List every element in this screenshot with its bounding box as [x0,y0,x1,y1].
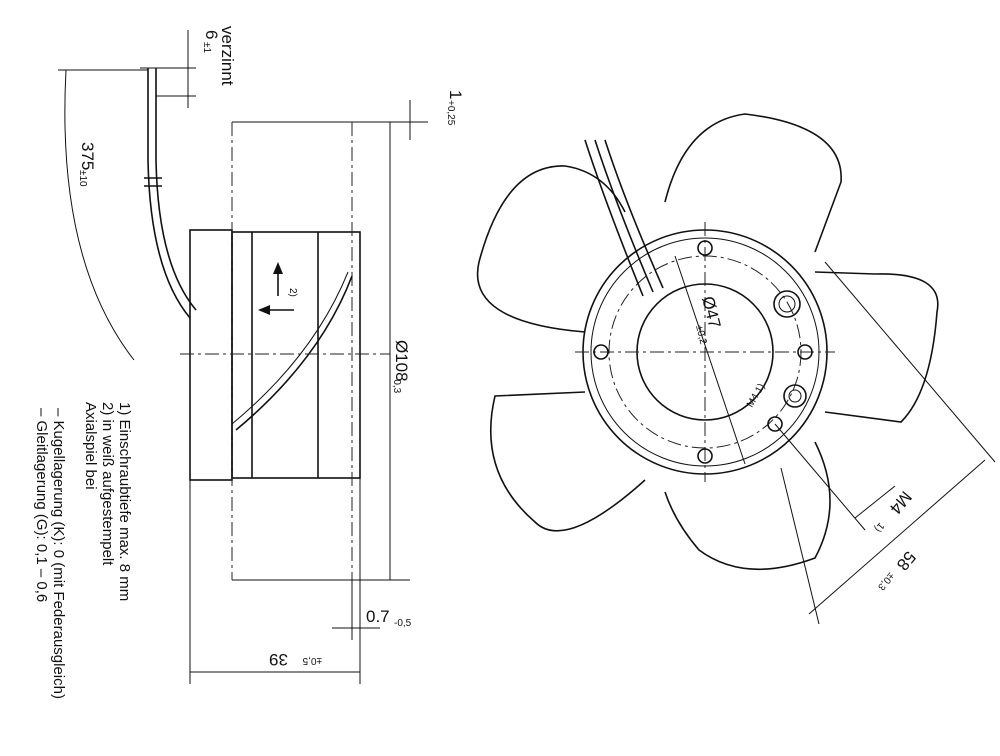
marker-2: 2) [287,288,298,297]
note-2: 2) in weiß aufgestempelt [99,402,116,566]
front-view [476,113,996,625]
wire-2 [155,68,197,311]
wire-1 [147,68,191,319]
front-wire-3 [604,139,664,289]
bolt-holes [593,240,813,464]
blade-bottom [664,441,831,571]
wire-tol-sub: ±1 [201,42,212,53]
front-wire-1 [584,139,644,297]
bolt-hole-left [593,344,609,360]
blade-edge [235,275,353,431]
spacing-main: 58 [893,547,920,574]
ground-screw-top [773,290,801,318]
width-sub: ±0,5 [302,655,322,666]
width-main: 39 [269,650,288,669]
bolt-hole-right [797,344,813,360]
wire-length-main: 375 [78,142,97,170]
diameter-sub: -0,3 [391,376,402,394]
wire-tol-main: 6 [202,30,221,39]
thread-small: M4 1) [745,382,767,410]
m4-dim-line [854,485,896,519]
note-1: 1) Einschraubtiefe max. 8 mm [116,402,133,601]
rotation-arrow-head [258,305,270,315]
side-view [58,30,428,684]
spacing-sub: ±0,3 [875,570,896,592]
depth-sub: +0,25 [445,100,456,126]
bolt-circle-sub: ±0,2 [693,324,708,346]
blade-left [476,165,626,333]
bolt-hole-bottom [697,448,713,464]
offset-main: 0.7 [366,607,390,626]
note-4: – Kugellagerung (K): 0 (mit Federausglei… [50,408,67,699]
offset-sub: -0,5 [394,618,412,629]
flange [189,229,233,481]
wire-label: verzinnt [218,26,237,86]
wire-length-sub: ±10 [77,170,88,187]
ground-screw-bottom [783,384,807,408]
depth-main: 1 [446,90,465,99]
m4-leader [774,423,866,531]
blades [476,113,939,571]
ground-screw-bottom-inner [788,389,802,403]
note-3: Axialspiel bei [82,402,99,490]
note-5: – Gleitlagerung (G): 0,1 – 0,6 [33,408,50,602]
flow-arrow-up-head [273,262,283,274]
bolt-circle-dim [674,255,746,465]
ground-screw-top-inner [778,295,796,313]
spacing-ext-1 [824,261,996,463]
blade-top [664,113,842,253]
bolt-hole-m4 [767,416,783,432]
front-wire-2 [594,139,654,293]
blade-right [814,271,939,423]
spacing-ext-2 [780,467,820,625]
wire-length-dim-arc [64,69,135,361]
blade-edge-inner [231,271,349,425]
spacing-dim-line [808,459,986,615]
blade-bottom-left [489,391,646,532]
thread-label: M4 [886,487,916,517]
diameter-main: Ø108 [392,340,411,382]
thread-marker: 1) [872,520,886,534]
bolt-hole-top [697,240,713,256]
